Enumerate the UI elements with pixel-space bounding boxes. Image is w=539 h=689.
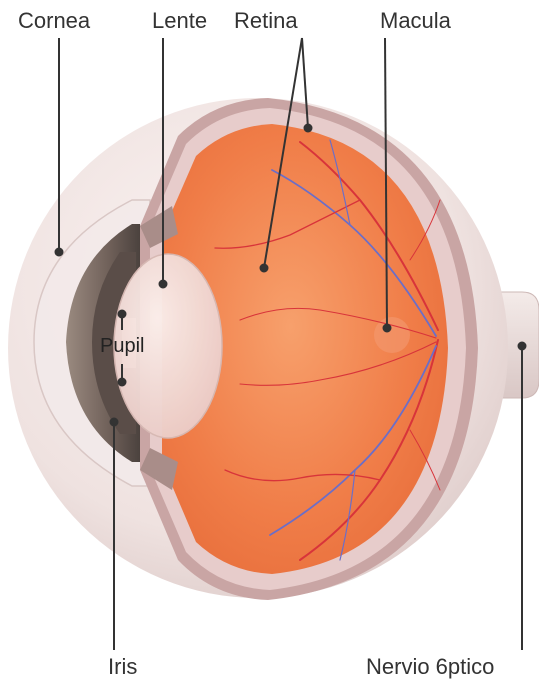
label-iris: Iris (108, 656, 137, 678)
lens-point (160, 281, 167, 288)
retina-point-1 (261, 265, 268, 272)
pupil-point-top (119, 311, 126, 318)
label-retina: Retina (234, 10, 298, 32)
retina-leader-1 (264, 38, 302, 268)
label-macula: Macula (380, 10, 451, 32)
retina-leader-2 (302, 38, 308, 128)
cornea-point (56, 249, 63, 256)
pupil-point-bottom (119, 379, 126, 386)
label-optic-nerve: Nervio 6ptico (366, 656, 494, 678)
iris-point (111, 419, 118, 426)
macula-leader (385, 38, 387, 328)
label-cornea: Cornea (18, 10, 90, 32)
label-lens: Lente (152, 10, 207, 32)
retina-point-2 (305, 125, 312, 132)
label-pupil: Pupil (100, 336, 144, 356)
optic-nerve-point (519, 343, 526, 350)
macula-point (384, 325, 391, 332)
